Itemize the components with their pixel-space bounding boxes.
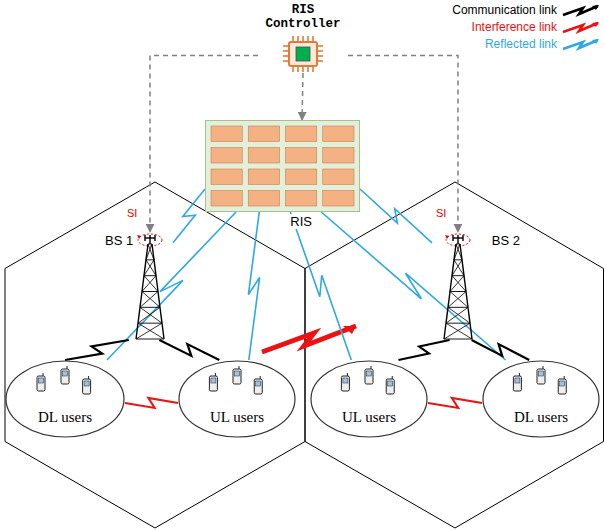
legend-text: Reflected link bbox=[485, 37, 557, 51]
user-group: DL users bbox=[482, 360, 600, 438]
phone-icon bbox=[37, 373, 45, 391]
controller-label: RIS Controller bbox=[258, 3, 348, 31]
user-group-label: DL users bbox=[38, 408, 92, 426]
user-group-outline bbox=[178, 360, 296, 438]
bs-tower bbox=[105, 232, 173, 340]
legend-text: Communication link bbox=[452, 3, 557, 17]
legend-interference: Interference link bbox=[472, 19, 601, 35]
ris-surface bbox=[205, 120, 360, 212]
reflected-link bbox=[290, 212, 351, 360]
phone-icon bbox=[209, 373, 217, 391]
ris-label: RIS bbox=[287, 214, 315, 229]
inter-cell-interference bbox=[343, 326, 356, 334]
control-link bbox=[348, 56, 458, 233]
phone-icon bbox=[233, 366, 241, 384]
user-group-label: UL users bbox=[342, 408, 396, 426]
user-group-outline bbox=[310, 360, 428, 438]
bs-label: BS 2 bbox=[492, 233, 520, 248]
user-group: UL users bbox=[178, 360, 296, 438]
legend-text: Interference link bbox=[472, 20, 557, 34]
interference-link bbox=[428, 398, 482, 408]
self-interference-loop bbox=[446, 234, 470, 246]
ris-panel: RIS bbox=[205, 120, 360, 212]
phone-icon bbox=[386, 376, 394, 394]
communication-link bbox=[65, 340, 129, 360]
legend-swatch bbox=[561, 36, 601, 52]
user-group-outline bbox=[5, 360, 125, 438]
user-group: DL users bbox=[5, 360, 125, 438]
base-station: BS 2 bbox=[432, 232, 520, 340]
communication-link bbox=[399, 340, 450, 360]
self-interference-arrow bbox=[445, 235, 449, 239]
reflected-link bbox=[173, 189, 205, 243]
controller-chip bbox=[283, 35, 323, 73]
base-station: BS 1 bbox=[105, 232, 173, 340]
phone-icon bbox=[83, 376, 91, 394]
inter-cell-interference bbox=[262, 326, 356, 352]
cell-hexagon bbox=[5, 182, 305, 528]
phone-icon bbox=[254, 376, 262, 394]
communication-link bbox=[472, 340, 530, 360]
reflected-link bbox=[248, 212, 259, 360]
interference-link bbox=[125, 398, 178, 408]
user-group-outline bbox=[482, 360, 600, 438]
phone-icon bbox=[537, 366, 545, 384]
communication-link bbox=[159, 340, 219, 360]
control-link bbox=[301, 73, 303, 120]
phone-icon bbox=[513, 373, 521, 391]
phone-icon bbox=[365, 366, 373, 384]
phone-icon bbox=[558, 376, 566, 394]
user-group-label: DL users bbox=[514, 408, 568, 426]
legend-swatch bbox=[561, 2, 601, 18]
user-group: UL users bbox=[310, 360, 428, 438]
self-interference-label: SI bbox=[436, 207, 446, 219]
self-interference-arrow bbox=[137, 235, 141, 239]
self-interference-label: SI bbox=[127, 207, 137, 219]
user-group-label: UL users bbox=[210, 408, 264, 426]
phone-icon bbox=[341, 373, 349, 391]
bs-label: BS 1 bbox=[105, 233, 133, 248]
reflected-link bbox=[321, 212, 505, 360]
self-interference-loop bbox=[138, 234, 162, 246]
reflected-link bbox=[360, 189, 432, 243]
ris-controller: RIS Controller bbox=[258, 3, 348, 73]
bs-tower bbox=[432, 232, 520, 340]
legend-communication: Communication link bbox=[452, 2, 601, 18]
legend-reflected: Reflected link bbox=[485, 36, 601, 52]
legend-swatch bbox=[561, 19, 601, 35]
phone-icon bbox=[61, 366, 69, 384]
